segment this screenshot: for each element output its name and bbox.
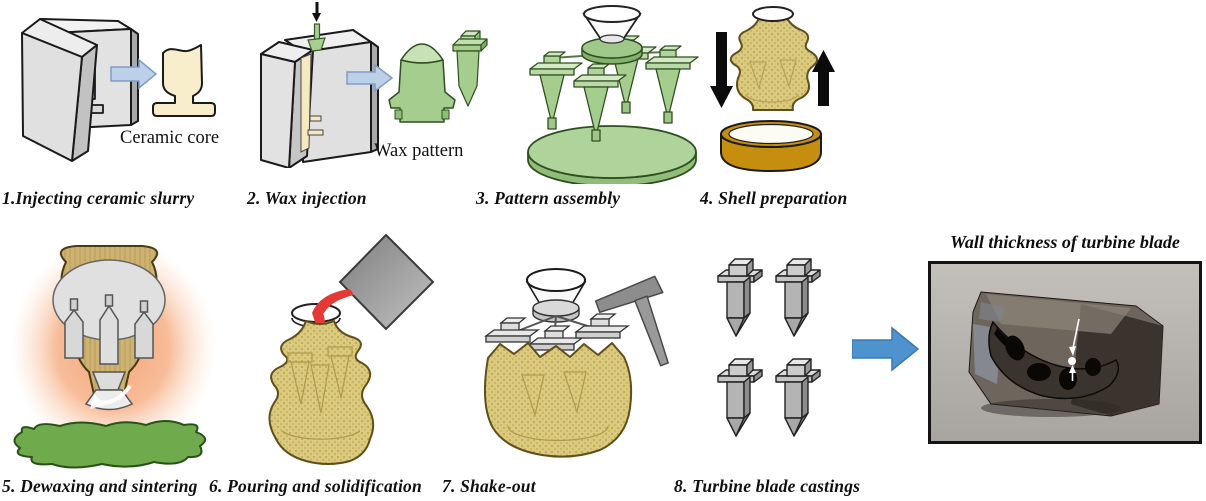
step1-caption: 1.Injecting ceramic slurry [2, 188, 195, 208]
ceramic-core-shape [152, 44, 216, 117]
step1-illustration [5, 5, 235, 180]
turbine-blade-castings-figure [717, 258, 821, 437]
pour-funnel [582, 5, 642, 44]
turbine-blade-photo [928, 261, 1202, 444]
step2-caption: 2. Wax injection [247, 188, 367, 208]
hammer-icon [594, 275, 669, 367]
casting-tree-top [484, 268, 630, 351]
step8-caption: 8. Turbine blade castings [674, 476, 861, 496]
dewaxing-sintering-figure [11, 238, 215, 469]
shell-coated-assembly [729, 6, 818, 111]
big-right-arrow-icon [852, 326, 920, 372]
shell-mold [268, 320, 375, 465]
wall-thickness-marker [1068, 318, 1080, 381]
wax-pattern-label: Wax pattern [374, 141, 464, 161]
right-arrow-icon [346, 63, 394, 93]
wax-injection-figure [260, 2, 488, 168]
shell-preparation-figure [710, 6, 835, 173]
wax-pattern-small [452, 30, 488, 107]
injecting-ceramic-slurry-figure [21, 18, 216, 162]
pouring-solidification-figure [268, 233, 435, 465]
right-arrow-icon [110, 58, 158, 90]
photo-title: Wall thickness of turbine blade [950, 232, 1180, 252]
down-arrow-icon [710, 32, 733, 108]
sprue-green [307, 23, 326, 52]
melted-wax-puddle [13, 420, 207, 469]
wax-pattern-large [388, 43, 456, 123]
step6-illustration [258, 233, 443, 468]
step7-caption: 7. Shake-out [442, 476, 536, 496]
step2-illustration [255, 0, 500, 168]
shake-out-figure [484, 268, 669, 458]
casting [717, 258, 763, 337]
step6-caption: 6. Pouring and solidification [209, 476, 422, 496]
step5-illustration [8, 238, 220, 470]
step8-illustration [712, 252, 847, 452]
step4-illustration [710, 2, 850, 180]
assembly-base [527, 125, 697, 184]
down-arrow-icon [312, 2, 321, 22]
blade-cross-section-photo [931, 264, 1199, 441]
step3-caption: 3. Pattern assembly [476, 188, 621, 208]
castings-grid [717, 258, 821, 437]
mold-block-left [21, 18, 98, 162]
step4-caption: 4. Shell preparation [700, 188, 848, 208]
step3-illustration [520, 2, 720, 184]
up-arrow-icon [812, 50, 835, 106]
to-photo-arrow [852, 326, 920, 372]
ceramic-core-label: Ceramic core [120, 128, 220, 148]
wax-flow-arrow-icon [90, 384, 132, 409]
wax-in-mold [300, 53, 324, 153]
casting [775, 358, 821, 437]
pour-disc [581, 37, 643, 65]
casting [775, 258, 821, 337]
crucible-diamond [338, 233, 435, 331]
hanging-patterns [529, 35, 699, 142]
casting [717, 358, 763, 437]
step7-illustration [478, 240, 678, 462]
inverted-shell [52, 245, 166, 411]
broken-shell [484, 342, 633, 458]
pattern-assembly-figure [527, 5, 699, 184]
step5-caption: 5. Dewaxing and sintering [2, 476, 198, 496]
slurry-bowl [720, 120, 822, 173]
